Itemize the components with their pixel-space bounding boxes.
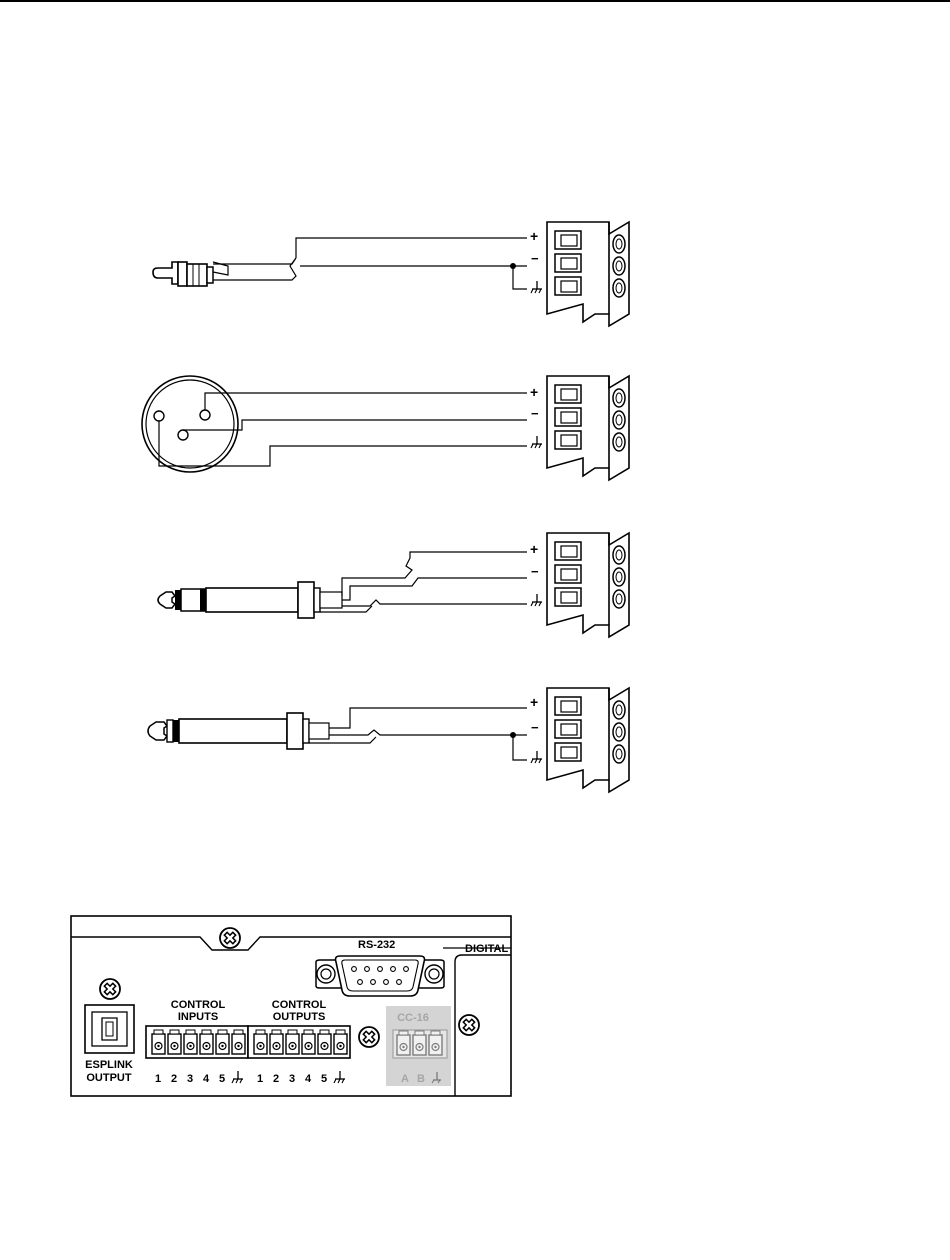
cc16-label: CC-16 xyxy=(397,1012,429,1024)
screw-icon xyxy=(100,979,120,999)
digital-label: DIGITAL xyxy=(465,943,508,955)
output-pin-3-label: 3 xyxy=(289,1073,295,1085)
ground-icon xyxy=(531,594,542,606)
input-pin-3-label: 3 xyxy=(187,1073,193,1085)
output-pin-5-label: 5 xyxy=(321,1073,327,1085)
wiring-diagram-xlr: + − xyxy=(142,376,629,480)
trs-plug-icon xyxy=(158,582,342,618)
output-pin-4-label: 4 xyxy=(305,1073,312,1085)
esplink-label-line1: ESPLINK xyxy=(85,1059,133,1071)
wiring-diagram-rca: + − xyxy=(153,222,629,326)
ground-icon xyxy=(531,281,542,293)
control-outputs-label-line1: CONTROL xyxy=(272,999,327,1011)
rca-plug-icon xyxy=(153,262,228,286)
pin-minus-label: − xyxy=(531,251,539,266)
pin-plus-label: + xyxy=(530,541,538,557)
control-outputs-label-line2: OUTPUTS xyxy=(273,1011,326,1023)
ground-icon xyxy=(531,436,542,448)
wiring-diagram-trs: + − xyxy=(158,533,629,637)
control-inputs-label-line2: INPUTS xyxy=(178,1011,218,1023)
pin-minus-label: − xyxy=(531,406,539,421)
cc16-pin-b-label: B xyxy=(417,1073,425,1085)
terminal-block-icon xyxy=(547,376,629,480)
pin-plus-label: + xyxy=(530,384,538,400)
terminal-block-icon xyxy=(547,688,629,792)
pin-minus-label: − xyxy=(531,564,539,579)
input-pin-1-label: 1 xyxy=(155,1073,161,1085)
ts-wires xyxy=(309,708,527,760)
output-pin-1-label: 1 xyxy=(257,1073,263,1085)
wiring-diagram-ts: + − xyxy=(148,688,629,792)
control-inputs-label-line1: CONTROL xyxy=(171,999,226,1011)
pin-plus-label: + xyxy=(530,694,538,710)
esplink-label-line2: OUTPUT xyxy=(86,1072,132,1084)
trs-wires xyxy=(320,552,527,612)
output-pin-2-label: 2 xyxy=(273,1073,279,1085)
ts-plug-icon xyxy=(148,713,329,749)
screw-icon xyxy=(220,928,240,948)
control-inputs-terminal-block xyxy=(146,1026,248,1058)
control-outputs-terminal-block xyxy=(248,1026,350,1058)
screw-icon xyxy=(459,1015,479,1035)
ground-icon xyxy=(531,751,542,763)
rs232-label: RS-232 xyxy=(358,939,395,951)
rca-cable xyxy=(213,238,527,289)
input-pin-2-label: 2 xyxy=(171,1073,177,1085)
screw-icon xyxy=(359,1027,379,1047)
xlr-connector-icon xyxy=(142,376,238,472)
pin-plus-label: + xyxy=(530,228,538,244)
cc16-pin-a-label: A xyxy=(401,1073,409,1085)
pin-minus-label: − xyxy=(531,720,539,735)
rear-panel: DIGITAL RS-232 xyxy=(71,916,511,1096)
optical-port-icon xyxy=(85,1005,134,1053)
terminal-block-icon xyxy=(547,222,629,326)
terminal-block-icon xyxy=(547,533,629,637)
input-pin-4-label: 4 xyxy=(203,1073,210,1085)
input-pin-5-label: 5 xyxy=(219,1073,225,1085)
